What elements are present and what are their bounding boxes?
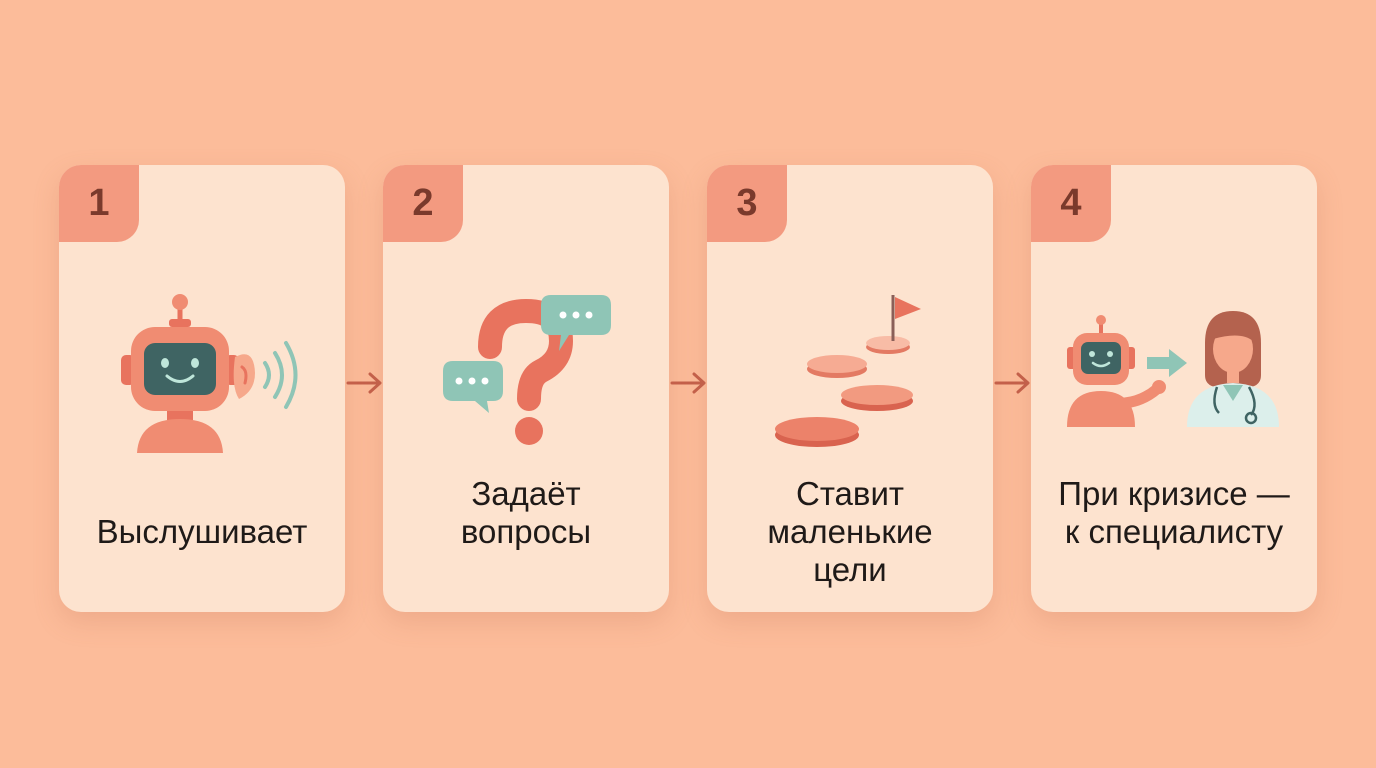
stepping-stones-flag-icon: [775, 295, 921, 447]
step-label: При кризисе — к специалисту: [1058, 475, 1290, 550]
step-label: Задаёт вопросы: [460, 475, 592, 550]
arrow-right-icon: [669, 368, 709, 398]
step-card-3: 3 Ставит маленькие цели: [707, 165, 993, 612]
step-card-1: 1 Выслушивает: [59, 165, 345, 612]
step-label: Выслушивает: [96, 513, 308, 550]
step-number-badge: 3: [707, 165, 787, 242]
step-number-badge: 1: [59, 165, 139, 242]
step-label: Ставит маленькие цели: [767, 475, 933, 588]
step-number-badge: 4: [1031, 165, 1111, 242]
arrow-right-icon: [993, 368, 1033, 398]
listening-robot-icon: [121, 294, 298, 453]
step-card-4: 4 При кризисе — к специалисту: [1031, 165, 1317, 612]
arrow-right-icon: [345, 368, 385, 398]
step-card-2: 2 Задаёт вопросы: [383, 165, 669, 612]
step-number-badge: 2: [383, 165, 463, 242]
question-chat-icon: [443, 295, 611, 445]
robot-refer-doctor-icon: [1067, 311, 1279, 427]
